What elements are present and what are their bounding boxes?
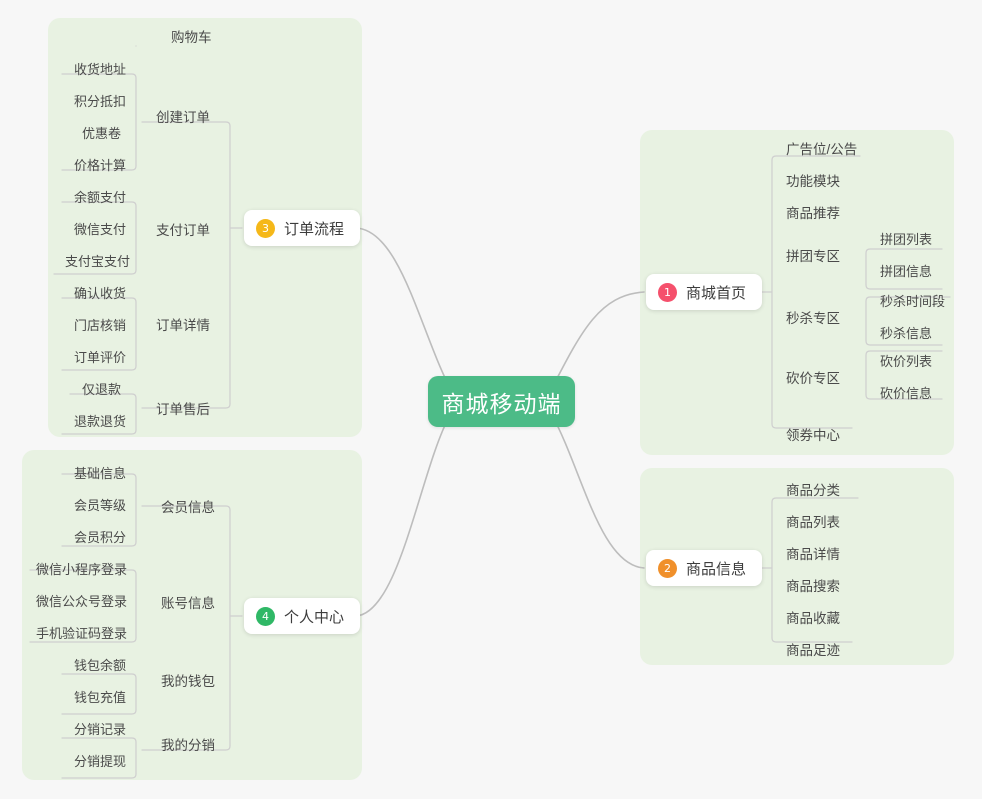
topic-2-2[interactable]: 商品列表 [786,515,840,530]
topic-4-1[interactable]: 会员信息 [161,500,215,515]
topic-1-6-1[interactable]: 砍价列表 [880,354,933,369]
branch-label-4: 个人中心 [284,608,345,626]
topic-2-6[interactable]: 商品足迹 [786,643,840,658]
topic-1-5[interactable]: 秒杀专区 [786,311,840,326]
root-node[interactable]: 商城移动端 [428,376,575,427]
topic-4-1-2[interactable]: 会员等级 [74,498,127,513]
topic-4-3[interactable]: 我的钱包 [161,674,215,689]
topic-4-4[interactable]: 我的分销 [161,738,215,753]
topic-4-1-1[interactable]: 基础信息 [74,466,127,481]
topic-3-4-3[interactable]: 订单评价 [74,350,127,365]
topic-4-3-1[interactable]: 钱包余额 [74,658,127,673]
topic-1-5-1[interactable]: 秒杀时间段 [880,294,946,309]
topic-3-5-2[interactable]: 退款退货 [74,414,127,429]
topic-4-2-1[interactable]: 微信小程序登录 [36,562,128,577]
topic-1-1[interactable]: 广告位/公告 [786,142,858,157]
topic-3-5[interactable]: 订单售后 [156,402,210,417]
topic-1-2[interactable]: 功能模块 [786,174,840,189]
topic-3-5-1[interactable]: 仅退款 [82,382,122,397]
topic-1-4-2[interactable]: 拼团信息 [880,264,933,279]
branch-badge-3: 3 [256,218,275,238]
topic-4-2[interactable]: 账号信息 [161,596,215,611]
topic-3-3-3[interactable]: 支付宝支付 [65,254,131,269]
topic-1-4[interactable]: 拼团专区 [786,249,840,264]
topic-4-3-2[interactable]: 钱包充值 [74,690,127,705]
topic-2-5[interactable]: 商品收藏 [786,611,840,626]
topic-3-3-1[interactable]: 余额支付 [74,190,127,205]
topic-4-2-3[interactable]: 手机验证码登录 [36,626,128,641]
branch-label-2: 商品信息 [686,560,747,578]
topic-3-2-4[interactable]: 价格计算 [74,158,127,173]
topic-3-2-1[interactable]: 收货地址 [74,62,127,77]
topic-4-4-1[interactable]: 分销记录 [74,722,127,737]
topic-3-2[interactable]: 创建订单 [156,110,210,125]
topic-3-2-3[interactable]: 优惠卷 [82,126,122,141]
branch-node-1[interactable]: 1 商城首页 [646,274,763,310]
branch-label-3: 订单流程 [284,220,345,238]
topic-2-3[interactable]: 商品详情 [786,547,840,562]
topic-3-4-2[interactable]: 门店核销 [74,318,127,333]
branch-node-4[interactable]: 4 个人中心 [244,598,361,634]
root-label: 商城移动端 [441,390,562,417]
branch-badge-4: 4 [256,606,275,626]
topic-3-3[interactable]: 支付订单 [156,223,210,238]
branch-badge-2: 2 [658,558,677,578]
topic-3-2-2[interactable]: 积分抵扣 [74,94,127,109]
topic-1-6[interactable]: 砍价专区 [786,371,840,386]
topic-4-2-2[interactable]: 微信公众号登录 [36,594,128,609]
topic-1-6-2[interactable]: 砍价信息 [880,386,933,401]
topic-3-4-1[interactable]: 确认收货 [74,286,127,301]
topic-3-4[interactable]: 订单详情 [156,318,210,333]
branch-node-3[interactable]: 3 订单流程 [244,210,361,246]
branch-badge-1: 1 [658,282,677,302]
topic-1-5-2[interactable]: 秒杀信息 [880,326,933,341]
branch-node-2[interactable]: 2 商品信息 [646,550,763,586]
branch-label-1: 商城首页 [686,284,747,302]
topic-2-1[interactable]: 商品分类 [786,483,840,498]
topic-1-7[interactable]: 领券中心 [786,428,840,443]
topic-2-4[interactable]: 商品搜索 [786,579,840,594]
topic-4-4-2[interactable]: 分销提现 [74,754,127,769]
topic-1-4-1[interactable]: 拼团列表 [880,232,933,247]
topic-3-1[interactable]: 购物车 [171,30,212,45]
topic-1-3[interactable]: 商品推荐 [786,206,840,221]
topic-3-3-2[interactable]: 微信支付 [74,222,127,237]
topic-4-1-3[interactable]: 会员积分 [74,530,127,545]
